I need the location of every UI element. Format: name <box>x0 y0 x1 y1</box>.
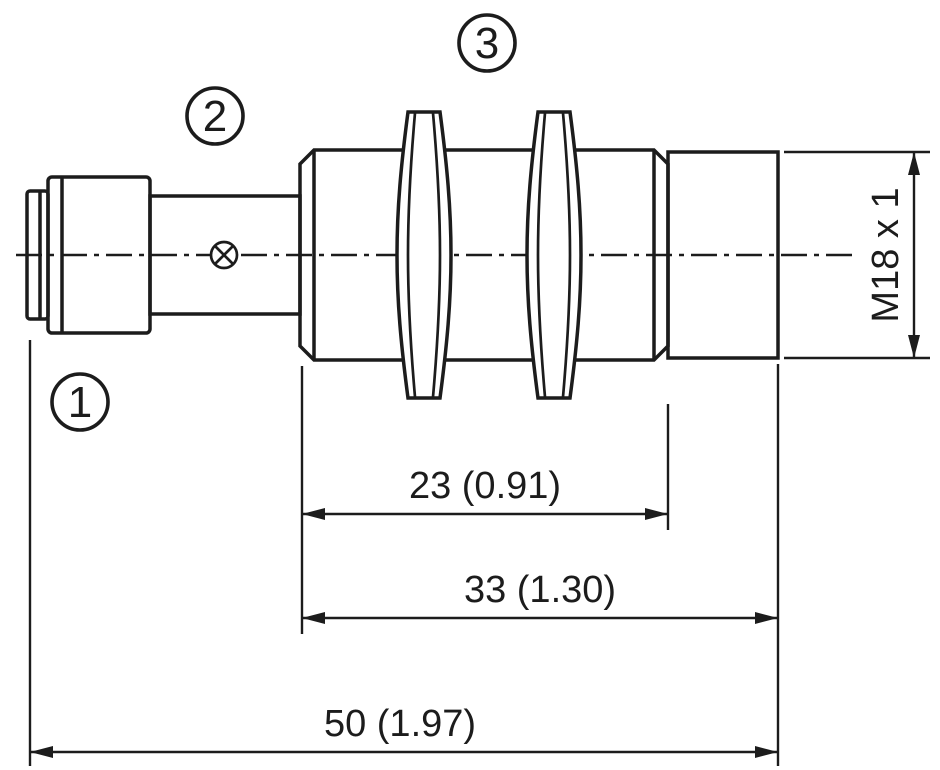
callout-3: 3 <box>457 13 517 73</box>
dimension-50: 50 (1.97) <box>28 340 778 766</box>
callout-1: 1 <box>50 372 110 432</box>
connector-plug <box>25 175 152 335</box>
dimension-33: 33 (1.30) <box>302 364 780 766</box>
end-cap <box>666 150 780 360</box>
arrowhead-bottom <box>908 335 920 358</box>
callout-1-circle <box>50 372 110 432</box>
threaded-barrel <box>298 148 670 362</box>
callout-1-label: 1 <box>68 378 92 427</box>
arrowhead-left <box>30 746 53 758</box>
dimension-m18: M18 x 1 <box>784 150 930 360</box>
arrowhead-left <box>302 612 325 624</box>
dimension-33-label: 33 (1.30) <box>464 569 616 611</box>
dimension-50-label: 50 (1.97) <box>324 703 476 745</box>
arrowhead-right <box>645 508 668 520</box>
arrowhead-right <box>755 612 778 624</box>
dimension-23: 23 (0.91) <box>300 366 670 634</box>
arrowhead-left <box>302 508 325 520</box>
dimension-m18-label: M18 x 1 <box>865 187 907 322</box>
hex-nut-back <box>525 110 583 400</box>
callout-3-label: 3 <box>475 19 499 68</box>
arrowhead-right <box>755 746 778 758</box>
hex-nut-front <box>395 110 453 400</box>
callout-3-circle <box>457 13 517 73</box>
led-indicator-marker <box>209 240 239 270</box>
callout-2: 2 <box>185 86 245 146</box>
dimension-23-label: 23 (0.91) <box>409 465 561 507</box>
arrowhead-top <box>908 152 920 175</box>
callout-2-label: 2 <box>203 92 227 141</box>
callout-2-circle <box>185 86 245 146</box>
